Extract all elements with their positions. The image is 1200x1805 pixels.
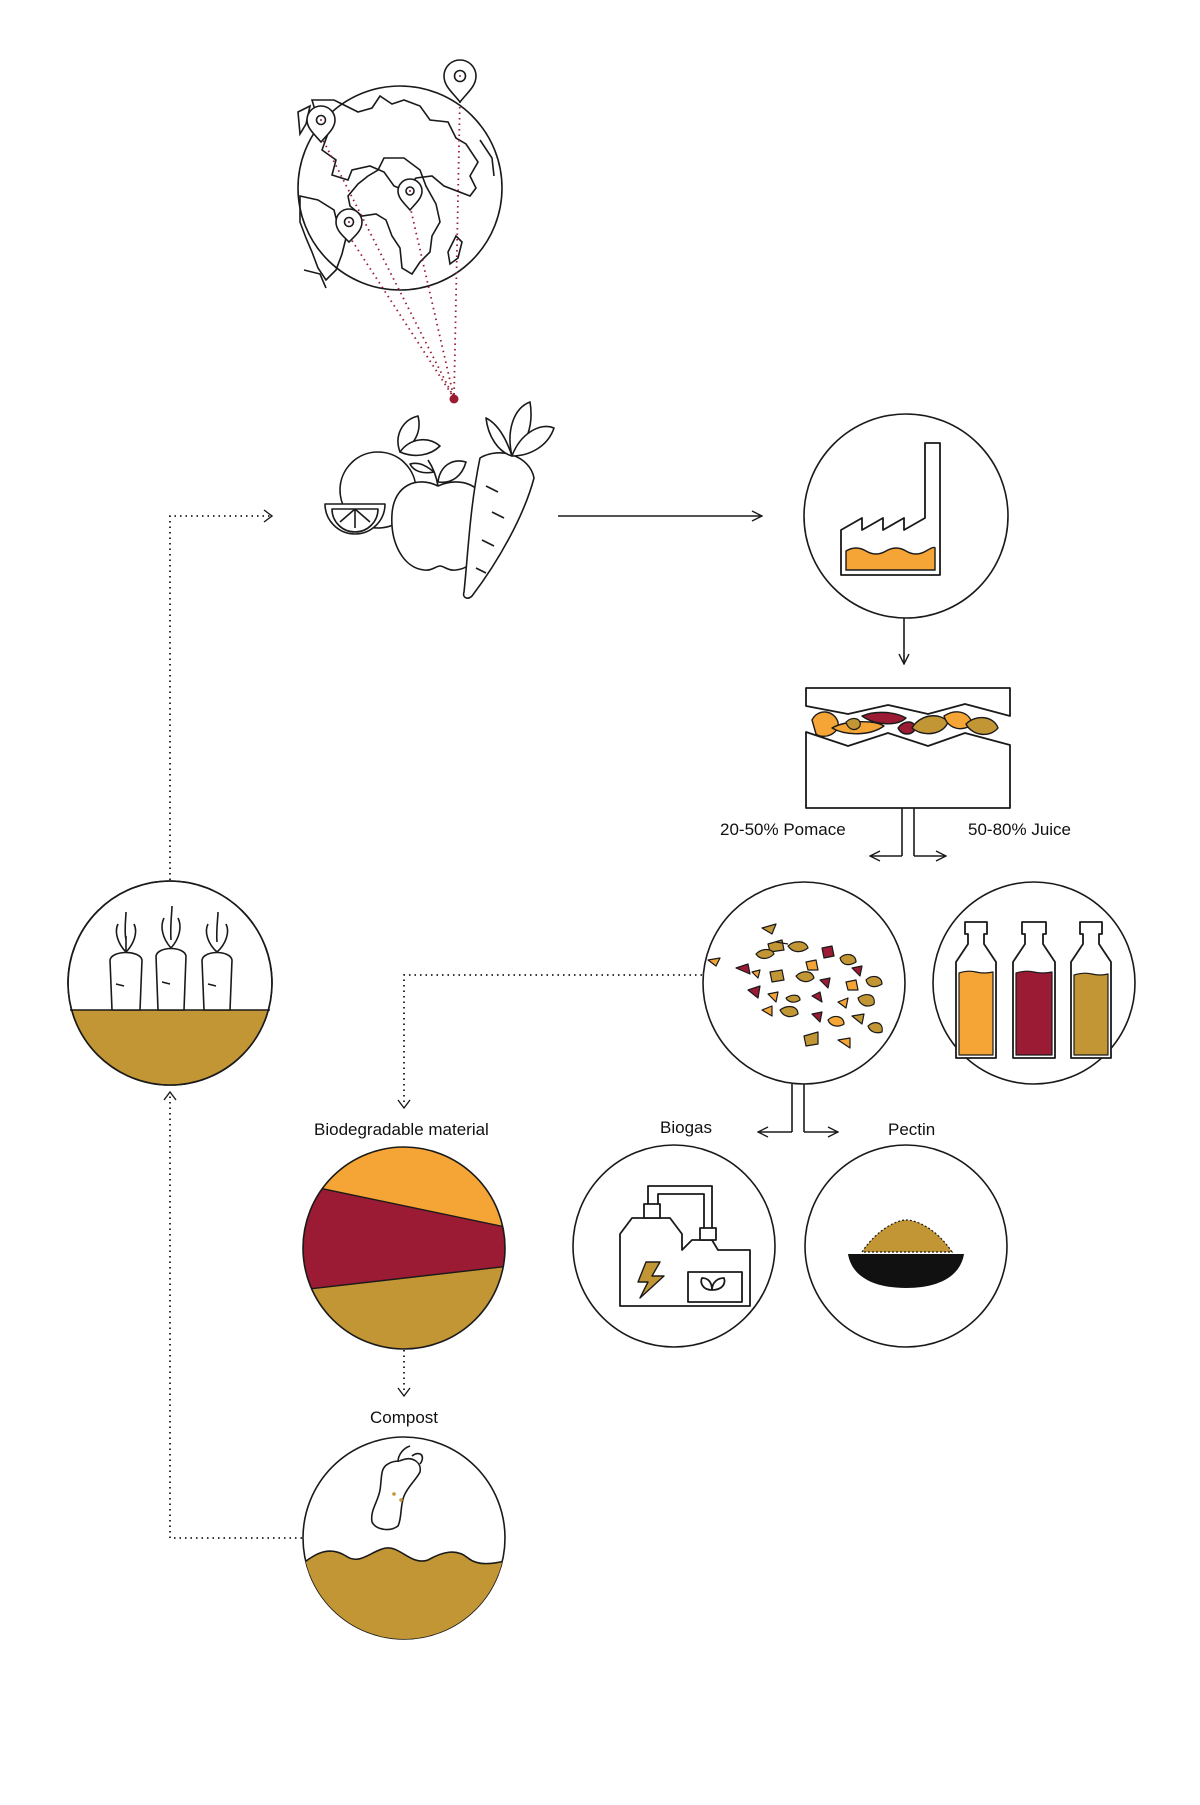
biogas-label: Biogas [660,1118,712,1137]
compost-label: Compost [370,1408,439,1427]
pomace-to-biodegradable-arrow [403,974,702,1106]
biogas-plant-icon [572,1144,776,1348]
juice-label: 50-80% Juice [968,820,1072,839]
carrot-field-icon [67,880,273,1086]
location-pin-icon [443,59,477,104]
juice-factory-icon [803,413,1009,619]
pectin-bowl-icon [804,1144,1008,1348]
location-pin-icon [306,105,336,144]
pectin-label: Pectin [888,1120,936,1139]
pomace-split-connector [758,1084,838,1132]
fruit-press-icon [805,687,1011,809]
arrowhead [163,1090,177,1101]
origin-lines [320,95,461,399]
press-split-connector [870,808,946,856]
arrowhead [397,1099,411,1110]
fruit-and-vegetable-icon [324,401,555,599]
field-to-produce-arrow [169,515,270,880]
origin-point [449,394,459,404]
biodegradable-label: Biodegradable material [314,1120,489,1139]
location-pin-icon [335,208,363,244]
pomace-pieces-icon [702,881,906,1085]
juice-bottles-icon [932,881,1136,1085]
biodegradable-material-icon [302,1146,506,1350]
location-pin-icon [397,178,423,212]
arrowhead [263,509,274,523]
arrowhead [397,1387,411,1398]
compost-icon [302,1436,506,1640]
compost-to-field-arrow [169,1096,302,1539]
pomace-label: 20-50% Pomace [720,820,846,839]
